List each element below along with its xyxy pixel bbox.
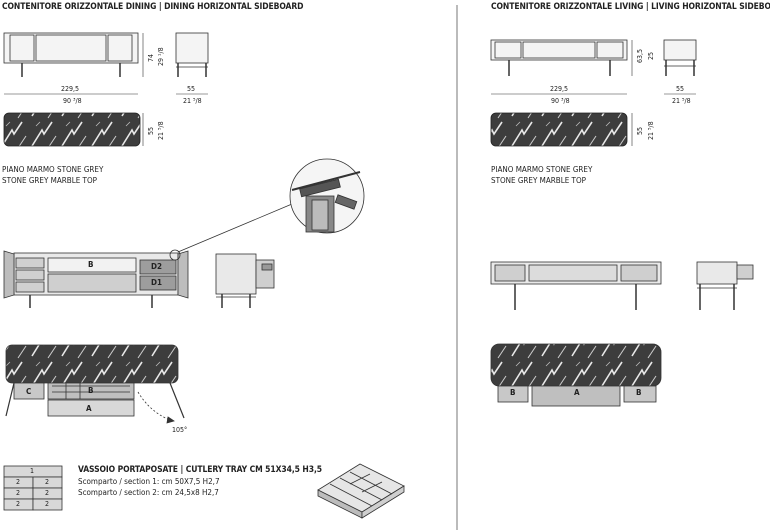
opening-angle: 105° bbox=[172, 426, 188, 434]
dining-height-cm: 74 bbox=[147, 53, 155, 62]
dining-top-depth-in: 21 ⁵/8 bbox=[157, 121, 165, 140]
section-d1-label: D1 bbox=[151, 278, 162, 287]
living-width-cm: 229,5 bbox=[550, 85, 569, 93]
living-perspective-open bbox=[490, 343, 662, 407]
dining-open-front bbox=[3, 203, 293, 308]
dining-top-label-en: STONE GREY MARBLE TOP bbox=[2, 176, 97, 185]
living-section-b1: B bbox=[510, 388, 516, 397]
living-height-cm: 63,5 bbox=[636, 48, 644, 63]
living-depth-cm: 55 bbox=[676, 85, 685, 93]
section-d2-label: D2 bbox=[151, 262, 162, 271]
tray-cell-2f: 2 bbox=[45, 500, 50, 508]
dining-dimension-lines bbox=[4, 33, 208, 146]
tray-cell-2b: 2 bbox=[45, 478, 50, 486]
section-b2-label: B bbox=[88, 386, 94, 395]
cutlery-tray-perspective bbox=[317, 463, 405, 519]
living-height-in: 25 bbox=[647, 51, 655, 60]
living-open-front bbox=[490, 261, 662, 310]
tray-cell-1: 1 bbox=[30, 467, 35, 475]
living-width-in: 90 ³/8 bbox=[551, 97, 570, 105]
tray-cell-2e: 2 bbox=[16, 500, 21, 508]
living-top-depth-cm: 55 bbox=[636, 126, 644, 135]
living-title: CONTENITORE ORIZZONTALE LIVING | LIVING … bbox=[491, 2, 770, 12]
living-marble-top-plan bbox=[490, 112, 628, 147]
dining-front-elevation bbox=[3, 32, 139, 77]
living-open-side bbox=[696, 261, 754, 310]
dining-top-depth-cm: 55 bbox=[147, 126, 155, 135]
dining-height-in: 29 ¹/8 bbox=[157, 47, 165, 66]
section-a-label: A bbox=[86, 404, 92, 413]
living-front-elevation bbox=[490, 39, 628, 76]
dining-width-in: 90 ³/8 bbox=[63, 97, 82, 105]
hinge-detail-callout bbox=[289, 158, 365, 234]
dining-perspective-open bbox=[5, 344, 185, 424]
tray-title: VASSOIO PORTAPOSATE | CUTLERY TRAY CM 51… bbox=[78, 465, 322, 475]
dining-title: CONTENITORE ORIZZONTALE DINING | DINING … bbox=[2, 2, 304, 12]
dining-side-elevation bbox=[175, 32, 209, 77]
living-depth-in: 21 ⁵/8 bbox=[672, 97, 691, 105]
tray-cell-2d: 2 bbox=[45, 489, 50, 497]
tray-cell-2c: 2 bbox=[16, 489, 21, 497]
living-top-label-en: STONE GREY MARBLE TOP bbox=[491, 176, 586, 185]
tray-section-1: Scomparto / section 1: cm 50X7,5 H2,7 bbox=[78, 477, 220, 486]
dining-marble-top-plan bbox=[3, 112, 141, 147]
living-top-label-it: PIANO MARMO STONE GREY bbox=[491, 165, 593, 174]
dining-open-side bbox=[215, 253, 275, 308]
dining-depth-in: 21 ⁵/8 bbox=[183, 97, 202, 105]
living-section-b2: B bbox=[636, 388, 642, 397]
tray-cell-2a: 2 bbox=[16, 478, 21, 486]
tray-section-2: Scomparto / section 2: cm 24,5x8 H2,7 bbox=[78, 488, 219, 497]
living-section-a: A bbox=[574, 388, 580, 397]
dining-top-label-it: PIANO MARMO STONE GREY bbox=[2, 165, 104, 174]
section-c-label: C bbox=[26, 387, 32, 396]
cutlery-tray-plan bbox=[3, 465, 63, 511]
dining-depth-cm: 55 bbox=[187, 85, 196, 93]
section-b-label: B bbox=[88, 260, 94, 269]
living-side-elevation bbox=[663, 39, 697, 76]
dining-width-cm: 229,5 bbox=[61, 85, 80, 93]
living-dimension-lines bbox=[491, 40, 696, 146]
living-top-depth-in: 21 ⁵/8 bbox=[647, 121, 655, 140]
